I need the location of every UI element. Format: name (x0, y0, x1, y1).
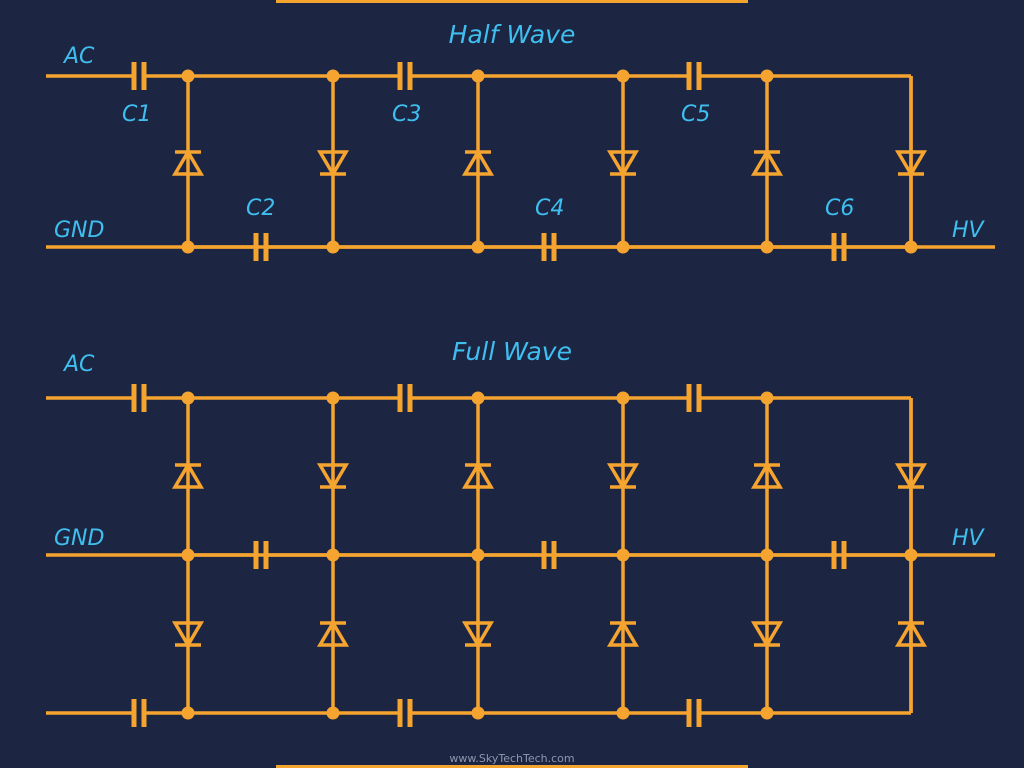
half-gnd-label: GND (54, 218, 105, 243)
full-hv-label: HV (952, 526, 984, 551)
cap-label-c1: C1 (122, 102, 152, 127)
full-gnd-node (471, 548, 485, 562)
half-ac-label: AC (64, 44, 95, 69)
full-top-diode-1-triangle (171, 461, 205, 489)
full-top-diode-5-triangle (750, 461, 784, 489)
full-ac-node (326, 391, 340, 405)
full-bottom-diode-2-triangle (316, 619, 350, 647)
half-diode-5-triangle (750, 148, 784, 176)
full-top-diode-4-triangle (606, 463, 640, 491)
half-ac-node (616, 69, 630, 83)
half-gnd-node (181, 240, 195, 254)
half-diode-2-triangle (316, 150, 350, 178)
full-bottom-diode-5-triangle (750, 621, 784, 649)
full-top-diode-3-triangle (461, 461, 495, 489)
full-top-diode-2-triangle (316, 463, 350, 491)
full-ac-node (616, 391, 630, 405)
half-wave-title: Half Wave (448, 20, 576, 49)
full-bottom-node (181, 706, 195, 720)
full-gnd-node (616, 548, 630, 562)
full-gnd-node (326, 548, 340, 562)
half-gnd-node (904, 240, 918, 254)
half-ac-node (760, 69, 774, 83)
full-ac-node (760, 391, 774, 405)
full-bottom-node (616, 706, 630, 720)
full-bottom-diode-1-triangle (171, 621, 205, 649)
full-gnd-label: GND (54, 526, 105, 551)
full-gnd-node (181, 548, 195, 562)
half-ac-node (471, 69, 485, 83)
half-diode-4-triangle (606, 150, 640, 178)
watermark-text: www.SkyTechTech.com (449, 752, 575, 765)
full-bottom-diode-6-triangle (894, 619, 928, 647)
half-ac-node (326, 69, 340, 83)
full-gnd-node (904, 548, 918, 562)
cap-label-c3: C3 (392, 102, 422, 127)
half-gnd-node (326, 240, 340, 254)
full-ac-node (181, 391, 195, 405)
half-diode-1-triangle (171, 148, 205, 176)
half-gnd-node (760, 240, 774, 254)
top-accent-bar (276, 0, 748, 3)
full-ac-node (471, 391, 485, 405)
half-gnd-node (471, 240, 485, 254)
cap-label-c2: C2 (246, 196, 276, 221)
bottom-accent-bar (276, 765, 748, 768)
half-hv-label: HV (952, 218, 984, 243)
full-gnd-node (760, 548, 774, 562)
cap-label-c6: C6 (825, 196, 855, 221)
cap-label-c5: C5 (681, 102, 711, 127)
half-ac-node (181, 69, 195, 83)
full-ac-label: AC (64, 352, 95, 377)
full-top-diode-6-triangle (894, 463, 928, 491)
full-bottom-diode-4-triangle (606, 619, 640, 647)
full-bottom-node (326, 706, 340, 720)
cap-label-c4: C4 (535, 196, 565, 221)
half-diode-6-triangle (894, 150, 928, 178)
half-diode-3-triangle (461, 148, 495, 176)
full-bottom-diode-3-triangle (461, 621, 495, 649)
half-gnd-node (616, 240, 630, 254)
full-bottom-node (471, 706, 485, 720)
full-wave-title: Full Wave (452, 337, 572, 366)
full-bottom-node (760, 706, 774, 720)
